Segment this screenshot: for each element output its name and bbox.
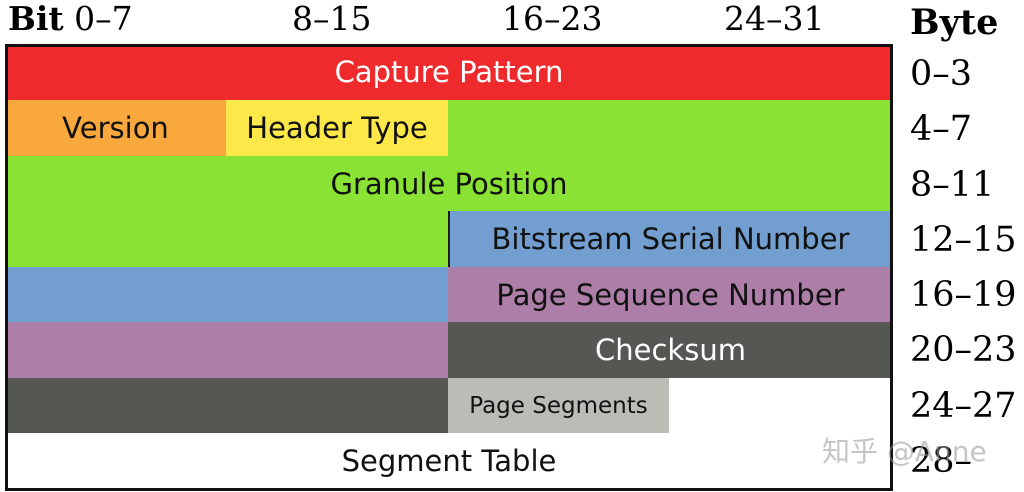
byte-offset-0: 0–3: [910, 54, 973, 94]
bit-word: Bit: [8, 0, 64, 38]
capture-pattern-field: [5, 44, 893, 102]
byte-offset-4: 16–19: [910, 275, 1017, 315]
segment-table-field: [5, 433, 893, 491]
bit-range-0: 0–7: [74, 0, 133, 38]
header-type-label: Header Type: [246, 111, 428, 145]
byte-header: Byte: [910, 2, 999, 43]
bit-range-1: 8–15: [292, 0, 372, 38]
page-segments-label: Page Segments: [469, 392, 648, 419]
bitstream-serial-number-label: Bitstream Serial Number: [491, 222, 850, 256]
watermark: 知乎 @Anne: [822, 435, 987, 468]
byte-offset-5: 20–23: [910, 330, 1017, 370]
byte-offset-7: 28–: [910, 441, 973, 481]
segment-table-top-right: [669, 378, 893, 435]
capture-pattern-label: Capture Pattern: [334, 55, 564, 89]
bit-header: Bit 0–7: [8, 0, 133, 38]
segment-table-label: Segment Table: [341, 443, 557, 478]
bitstream-serial-number-field-part-2: [5, 267, 450, 324]
bit-range-3: 24–31: [724, 0, 825, 38]
byte-offset-3: 12–15: [910, 220, 1017, 260]
page-sequence-number-field-part-2: [5, 322, 450, 380]
checksum-label: Checksum: [595, 333, 746, 367]
byte-offset-6: 24–27: [910, 386, 1017, 426]
byte-offset-2: 8–11: [910, 165, 995, 205]
version-label: Version: [62, 111, 169, 145]
bit-range-2: 16–23: [502, 0, 603, 38]
page-segments-field: [448, 378, 671, 435]
page-sequence-number-label: Page Sequence Number: [496, 277, 845, 312]
checksum-field-part-2: [5, 378, 450, 435]
granule-position-label: Granule Position: [330, 166, 568, 201]
byte-offset-1: 4–7: [910, 109, 973, 149]
